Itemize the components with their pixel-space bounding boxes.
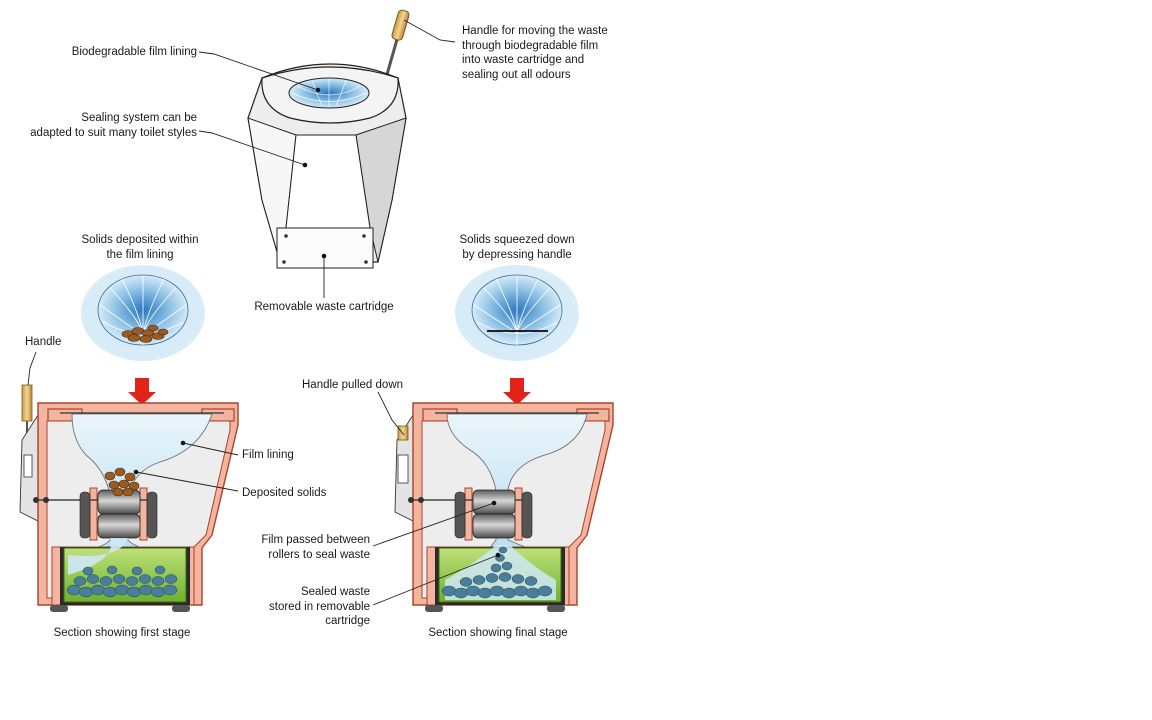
label-line: sealing out all odours — [462, 68, 571, 81]
waste-pellets — [441, 546, 553, 599]
down-arrow-final — [503, 378, 531, 405]
toilet-exterior — [247, 9, 410, 269]
roller — [97, 513, 141, 539]
label-line: into waste cartridge and — [462, 54, 585, 66]
label-solids-squeezed: Solids squeezed down by depressing handl… — [437, 233, 597, 262]
label-line: cartridge — [325, 615, 370, 627]
label-handle: Handle — [25, 336, 62, 348]
handle-top — [391, 9, 410, 41]
waste-cartridge-top — [276, 227, 374, 269]
label-sealing-system: Sealing system can be adapted to suit ma… — [10, 111, 197, 140]
caption-first-stage: Section showing first stage — [53, 627, 191, 639]
roller — [472, 513, 516, 539]
solids-icon — [121, 324, 169, 343]
label-film-lining: Film lining — [242, 449, 294, 461]
label-handle-pulled-down: Handle pulled down — [302, 379, 404, 391]
label-line: stored in removable — [269, 600, 370, 613]
label-line: Sealed waste — [300, 586, 370, 598]
bowl-view-final — [455, 265, 579, 361]
waste-pellets — [66, 565, 178, 598]
deposited-solids — [104, 467, 140, 497]
label-handle-description: Handle for moving the waste through biod… — [462, 24, 608, 82]
label-line: Sealing system can be — [81, 112, 197, 124]
label-sealed-waste: Sealed waste stored in removable cartrid… — [220, 585, 370, 629]
label-line: Handle for moving the waste — [462, 25, 608, 37]
label-line: Solids squeezed down — [459, 234, 575, 246]
section-first-stage — [19, 384, 239, 612]
label-line: adapted to suit many toilet styles — [30, 126, 197, 139]
label-biodegradable-film-lining: Biodegradable film lining — [71, 46, 197, 58]
down-arrow-first — [128, 378, 156, 405]
label-film-passed-between-rollers: Film passed between rollers to seal wast… — [220, 533, 370, 562]
leader-lines-top — [198, 19, 456, 298]
label-solids-deposited: Solids deposited within the film lining — [60, 233, 220, 262]
label-line: Film passed between — [261, 534, 370, 546]
caption-final-stage: Section showing final stage — [428, 627, 568, 639]
label-line: Solids deposited within — [81, 234, 199, 246]
label-line: the film lining — [106, 248, 174, 261]
leader-lines-lower — [27, 351, 499, 606]
section-final-stage — [394, 402, 614, 612]
label-deposited-solids: Deposited solids — [242, 487, 327, 499]
label-line: rollers to seal waste — [268, 548, 370, 561]
label-line: through biodegradable film — [462, 39, 599, 52]
bowl-view-first — [81, 265, 205, 361]
label-line: by depressing handle — [462, 248, 572, 261]
label-removable-waste-cartridge: Removable waste cartridge — [254, 301, 394, 313]
